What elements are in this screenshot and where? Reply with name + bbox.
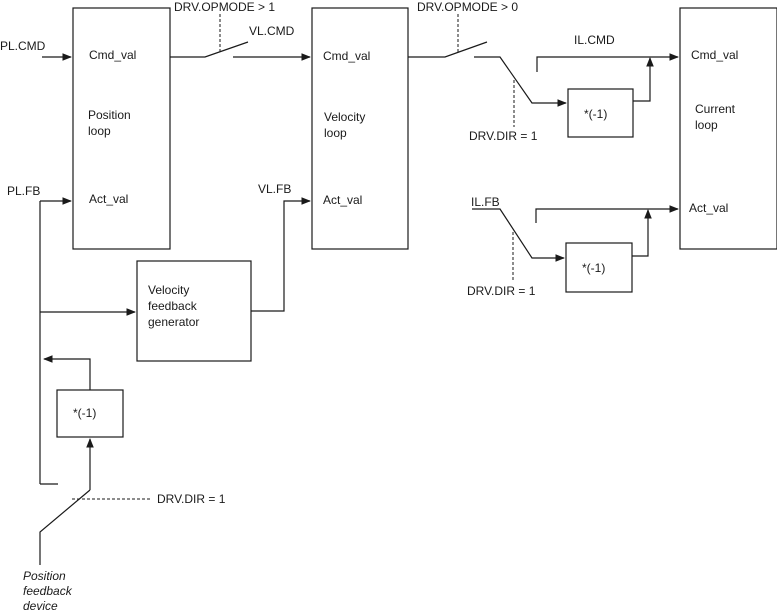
device-label-line2: feedback (23, 584, 73, 598)
dir-il-cmd-label: DRV.DIR = 1 (469, 129, 538, 143)
il-cmd-invert-path (474, 56, 567, 107)
vfg-title-line1: Velocity (148, 283, 189, 297)
opmode-1-label: DRV.OPMODE > 1 (174, 0, 275, 14)
dir-il-fb-label: DRV.DIR = 1 (467, 284, 536, 298)
inverter-pl-fb-block (56, 389, 124, 438)
pl-fb-switch-arm (39, 489, 91, 565)
inverter-il-fb-block (565, 242, 633, 293)
position-loop-cmd-label: Cmd_val (89, 48, 136, 62)
pl-cmd-label: PL.CMD (0, 39, 46, 53)
velocity-loop-act-label: Act_val (323, 193, 362, 207)
device-label-line1: Position (23, 569, 66, 583)
opmode-0-switch-arm (408, 41, 488, 58)
position-loop-title-line2: loop (88, 124, 111, 138)
inverter-pl-fb-label: *(-1) (73, 406, 96, 420)
current-loop-title-line2: loop (695, 118, 718, 132)
vl-cmd-label: VL.CMD (249, 24, 295, 38)
il-cmd-wire (536, 53, 679, 72)
vfg-title-line2: feedback (148, 299, 198, 313)
vl-fb-label: VL.FB (258, 182, 291, 196)
inverter-il-fb-output-wire (632, 209, 652, 257)
dir-pl-fb-label: DRV.DIR = 1 (157, 492, 226, 506)
current-loop-act-label: Act_val (689, 201, 728, 215)
velocity-loop-cmd-label: Cmd_val (323, 49, 370, 63)
vfg-title-line3: generator (148, 315, 199, 329)
il-cmd-label: IL.CMD (574, 33, 615, 47)
vl-fb-wire (251, 197, 311, 312)
position-loop-block (72, 7, 171, 250)
velocity-loop-block (311, 7, 409, 250)
pl-fb-label: PL.FB (7, 184, 40, 198)
device-label-line3: device (23, 599, 58, 611)
velocity-feedback-generator-block (136, 260, 252, 362)
opmode-1-switch-arm (170, 41, 249, 58)
inverter-il-cmd-block (567, 88, 634, 138)
velocity-loop-title-line2: loop (324, 126, 347, 140)
inverter-il-cmd-output-wire (633, 57, 654, 102)
opmode-0-label: DRV.OPMODE > 0 (417, 0, 518, 14)
inverter-pl-output-wire (43, 355, 91, 390)
il-fb-invert-path (472, 208, 565, 262)
current-loop-cmd-label: Cmd_val (691, 48, 738, 62)
inverter-il-fb-label: *(-1) (582, 261, 605, 275)
current-loop-title-line1: Current (695, 102, 736, 116)
inverter-il-cmd-label: *(-1) (584, 107, 607, 121)
position-loop-act-label: Act_val (89, 192, 128, 206)
velocity-loop-title-line1: Velocity (324, 110, 365, 124)
current-loop-block (679, 7, 777, 250)
il-fb-label: IL.FB (471, 195, 500, 209)
position-loop-title-line1: Position (88, 108, 131, 122)
il-fb-wire (535, 205, 679, 223)
